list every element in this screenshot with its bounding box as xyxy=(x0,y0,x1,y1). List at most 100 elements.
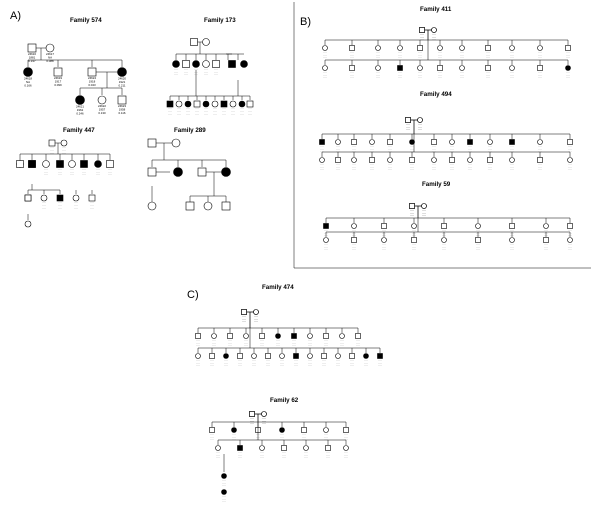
individual-label: ···· xyxy=(510,56,514,60)
male-symbol xyxy=(237,445,243,451)
individual-label: ···· xyxy=(276,338,280,342)
individual-label: ···· xyxy=(174,67,178,71)
female-symbol xyxy=(231,427,237,433)
individual-label: ···· xyxy=(242,314,246,318)
female-symbol xyxy=(229,100,237,108)
individual-label: ···· xyxy=(70,173,74,177)
male-symbol xyxy=(419,27,425,33)
individual-label: ···· xyxy=(422,214,426,218)
individual-label: ···· xyxy=(222,112,226,116)
female-symbol xyxy=(409,139,415,145)
individual-label: ···· xyxy=(352,165,356,169)
individual-label: ···· xyxy=(468,144,472,148)
individual-label: ···· xyxy=(168,109,172,113)
individual-label: ···· xyxy=(168,107,172,111)
individual-label: ···· xyxy=(418,128,422,132)
female-symbol xyxy=(322,45,328,51)
individual-label: ···· xyxy=(262,422,266,426)
individual-label: ···· xyxy=(308,364,312,368)
individual-label: ···· xyxy=(398,76,402,80)
individual-label: ···· xyxy=(212,338,216,342)
individual-label: ···· xyxy=(70,167,74,171)
individual-label: ···· xyxy=(50,148,54,152)
individual-label: ···· xyxy=(410,211,414,215)
individual-label: ···· xyxy=(510,50,514,54)
individual-label: ···· xyxy=(44,170,48,174)
individual-label: ···· xyxy=(266,358,270,362)
individual-label: ···· xyxy=(450,144,454,148)
individual-label: ···· xyxy=(58,206,62,210)
individual-label: ···· xyxy=(442,245,446,249)
male-symbol xyxy=(467,139,473,145)
male-symbol xyxy=(147,167,157,177)
individual-label: ···· xyxy=(177,107,181,111)
female-symbol xyxy=(351,223,357,229)
individual-label: ···· xyxy=(350,364,354,368)
individual-label: ···· xyxy=(228,341,232,345)
individual-label: ···· xyxy=(336,147,340,151)
female-symbol xyxy=(397,45,403,51)
female-symbol xyxy=(243,333,249,339)
individual-label: ···· xyxy=(340,338,344,342)
individual-label: ···· xyxy=(438,76,442,80)
individual-label: ···· xyxy=(538,150,542,154)
individual-label: ···· xyxy=(238,456,242,460)
male-symbol xyxy=(351,237,357,243)
individual-label: ···· xyxy=(58,201,62,205)
individual-label: ···· xyxy=(324,338,328,342)
male-symbol xyxy=(411,237,417,243)
individual-label: ···· xyxy=(486,56,490,60)
individual-label: ···· xyxy=(324,438,328,442)
individual-label: ···· xyxy=(222,109,226,113)
individual-label: ···· xyxy=(410,211,414,215)
individual-label: ···· xyxy=(252,364,256,368)
individual-label: ···· xyxy=(250,416,254,420)
individual-label: ···· xyxy=(442,248,446,252)
individual-label: ···· xyxy=(294,358,298,362)
male-symbol xyxy=(377,353,383,359)
male-symbol xyxy=(475,237,481,243)
individual-label: ···· xyxy=(388,162,392,166)
individual-label: ···· xyxy=(566,76,570,80)
individual-label: ···· xyxy=(432,144,436,148)
individual-label: ···· xyxy=(276,341,280,345)
female-symbol xyxy=(275,333,281,339)
individual-label: ···· xyxy=(204,67,208,71)
individual-label: ···· xyxy=(432,35,436,39)
female-symbol xyxy=(40,194,48,202)
male-symbol xyxy=(349,45,355,51)
individual-label: ···· xyxy=(398,56,402,60)
male-symbol xyxy=(241,309,247,315)
male-symbol xyxy=(249,411,255,417)
individual-label: ···· xyxy=(350,361,354,365)
individual-label: ···· xyxy=(352,147,356,151)
individual-label: ···· xyxy=(232,435,236,439)
individual-label: ···· xyxy=(486,73,490,77)
individual-label: 1918 xyxy=(89,80,96,84)
individual-label: ···· xyxy=(240,109,244,113)
individual-label: ···· xyxy=(510,70,514,74)
individual-label: ···· xyxy=(388,150,392,154)
individual-label: ···· xyxy=(58,173,62,177)
individual-label: ···· xyxy=(510,245,514,249)
individual-label: NA xyxy=(26,80,30,84)
individual-label: ···· xyxy=(410,168,414,172)
individual-label: ···· xyxy=(184,70,188,74)
individual-label: ···· xyxy=(432,38,436,42)
male-symbol xyxy=(209,353,215,359)
individual-label: ···· xyxy=(210,361,214,365)
individual-label: ···· xyxy=(213,107,217,111)
individual-label: ···· xyxy=(510,150,514,154)
individual-label: ···· xyxy=(240,112,244,116)
female-symbol xyxy=(323,237,329,243)
individual-label: ···· xyxy=(468,168,472,172)
individual-label: ···· xyxy=(74,203,78,207)
individual-label: ···· xyxy=(231,112,235,116)
individual-label: 0.130 xyxy=(98,111,106,115)
individual-label: ···· xyxy=(388,144,392,148)
individual-label: ···· xyxy=(344,453,348,457)
individual-label: ···· xyxy=(210,435,214,439)
female-symbol xyxy=(567,237,573,243)
individual-label: ···· xyxy=(210,438,214,442)
individual-label: ···· xyxy=(196,341,200,345)
